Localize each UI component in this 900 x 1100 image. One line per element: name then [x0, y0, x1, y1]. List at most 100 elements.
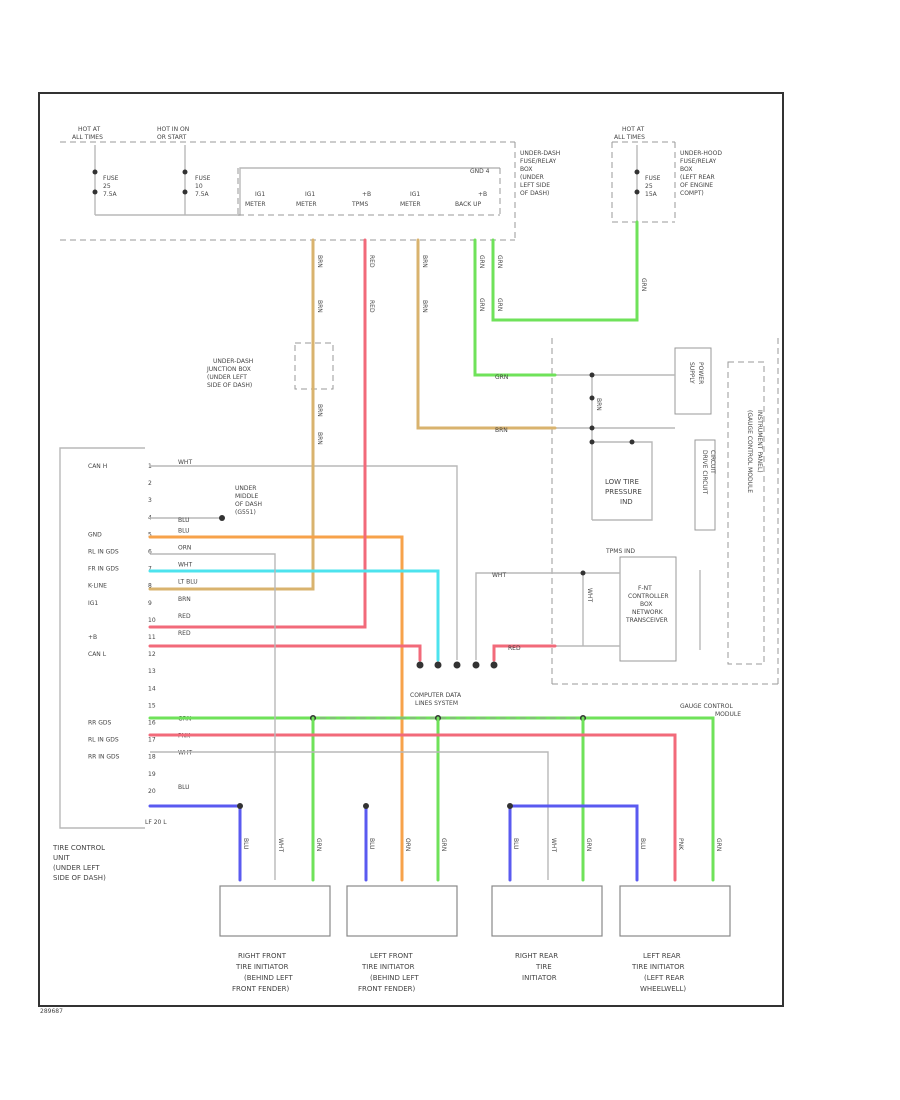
tcu-wire-color-label: BLU — [178, 527, 190, 534]
tcu-pin-number: 13 — [148, 668, 156, 675]
ground-label-1: UNDER — [235, 485, 256, 492]
hot-at-battery-label-1: HOT AT — [78, 126, 100, 133]
wire-layer: WHT RED BRN GRN COMPUTER DATA LINES SYST… — [148, 220, 715, 882]
hot-at-battery-right-label-2: ALL TIMES — [614, 134, 645, 141]
init4-wire-blu: BLU — [639, 838, 646, 850]
white-wire-2 — [150, 553, 276, 880]
hot-in-on-label-1: HOT IN ON — [157, 126, 189, 133]
fuse-b-label-2: 10 — [195, 183, 203, 190]
fuse-c-label-2: 25 — [645, 183, 653, 190]
junction-label-1: UNDER-DASH — [213, 358, 253, 365]
can-h-wire — [150, 465, 458, 660]
gauge-inner-panel — [727, 361, 765, 665]
init2-wire-blu: BLU — [368, 838, 375, 850]
tcu-pin-number: 12 — [148, 651, 156, 658]
fuse-bus-line — [95, 167, 500, 216]
tcu-pin-number: 10 — [148, 617, 156, 624]
wire-label-brn-low: BRN — [316, 404, 323, 417]
terminal-desc-3: TPMS — [351, 201, 368, 208]
tcu-pin-number: 6 — [148, 549, 152, 556]
terminal-2: IG1 — [305, 191, 315, 198]
relay-box-left-label-6: OF DASH) — [520, 190, 549, 197]
blue-wire-main — [148, 804, 242, 882]
init2-wire-orn: ORN — [404, 838, 411, 851]
tcu-pin-name: CAN H — [88, 463, 107, 470]
tcu-wire-color-label: BRN — [178, 596, 191, 603]
terminal-desc-5: BACK UP — [455, 201, 482, 208]
can-transceiver-box — [619, 556, 677, 662]
relay-box-right-label-2: FUSE/RELAY — [680, 158, 717, 165]
relay-box-right-label-6: COMPT) — [680, 190, 704, 197]
tcu-wire-color-label: ORN — [178, 545, 191, 552]
ground-label-2: MIDDLE — [235, 493, 259, 500]
gauge-low-tire-line — [592, 441, 653, 521]
initiator-box-left-rear — [619, 885, 731, 937]
diagram-frame — [38, 92, 784, 1007]
tcu-pin-name: +B — [88, 634, 97, 641]
tcu-pin-number: 14 — [148, 685, 156, 692]
tan-wire-ig1-orange — [148, 535, 404, 882]
relay-box-left-label-3: BOX — [520, 166, 532, 173]
fuse-a-node-2 — [92, 189, 98, 195]
can-trans-label-2: CONTROLLER — [628, 593, 669, 600]
tcu-pin-number: 20 — [148, 788, 156, 795]
tcu-label-3: (UNDER LEFT — [53, 864, 100, 872]
ground-node — [219, 515, 225, 521]
terminal-4: IG1 — [410, 191, 420, 198]
tcu-pin-number: 19 — [148, 771, 156, 778]
tcu-pin-name: GND — [88, 531, 102, 538]
init2-wire-grn: GRN — [440, 838, 447, 851]
relay-box-right-label-3: BOX — [680, 166, 692, 173]
footer-tag: 289687 — [40, 1008, 63, 1015]
can-trans-label-1: F-NT — [638, 585, 652, 592]
terminal-3: +B — [362, 191, 371, 198]
can-trans-label-5: TRANSCEIVER — [625, 617, 668, 624]
tcu-pin-name: K-LINE — [88, 583, 107, 590]
tan-wire-ig1 — [148, 238, 315, 591]
terminal-desc-1: METER — [245, 201, 266, 208]
tcu-label-1: TIRE CONTROL — [52, 844, 105, 852]
hot-at-battery-label-2: ALL TIMES — [72, 134, 103, 141]
initiator-2-label-1: LEFT FRONT — [370, 952, 413, 960]
green-backup-label: GRN — [495, 374, 508, 381]
red-wire-b — [148, 238, 367, 629]
hot-at-battery-right-label-1: HOT AT — [622, 126, 644, 133]
relay-box-left-tag: GND 4 — [470, 168, 490, 175]
fuse-b-label-1: FUSE — [195, 175, 211, 182]
blue-wire-rear — [508, 804, 639, 882]
tcu-wire-color-label: WHT — [178, 750, 192, 757]
junction-label-2: JUNCTION BOX — [206, 366, 251, 373]
gauge-node-6 — [580, 570, 586, 576]
data-node-1 — [416, 661, 424, 669]
initiator-box-right-front — [219, 885, 331, 937]
tcu-pin-name: RR IN GDS — [88, 754, 120, 761]
red-can-l-label: RED — [508, 645, 521, 652]
tcu-bottom-tag: LF 20 L — [145, 819, 167, 826]
can-h-wire-label: WHT — [492, 572, 506, 579]
junction-label-3: (UNDER LEFT — [207, 374, 247, 381]
wire-label-red-top: RED — [368, 255, 375, 268]
initiator-3-label-1: RIGHT REAR — [515, 952, 558, 960]
initiator-row: BLU WHT GRN BLU ORN GRN BLU WHT GRN BLU … — [219, 838, 731, 993]
gauge-control-module: (GAUGE CONTROL MODULE INSTRUMENT PANEL) … — [551, 338, 779, 718]
ground-g551: UNDER MIDDLE OF DASH (G551) BLU — [150, 485, 262, 524]
pink-wire — [148, 733, 677, 882]
initiator-4-label-2: TIRE INITIATOR — [631, 963, 685, 971]
blue-node-1 — [237, 803, 243, 809]
tcu-wire-color-label: WHT — [178, 562, 192, 569]
wire-label-brn-mid: BRN — [316, 300, 323, 313]
wire-label-brn-gauge: BRN — [595, 398, 602, 411]
tan-gauge-label: BRN — [495, 427, 508, 434]
ground-label-4: (G551) — [235, 509, 256, 516]
tcu-label-2: UNIT — [53, 854, 70, 862]
terminal-desc-4: METER — [400, 201, 421, 208]
wire-label-brn-low2: BRN — [316, 432, 323, 445]
wire-label-brn-mid2: BRN — [421, 300, 428, 313]
green-wire-hood — [491, 220, 639, 322]
terminal-5: +B — [478, 191, 487, 198]
wire-label-brn-top: BRN — [316, 255, 323, 268]
tcu-pin-number: 17 — [148, 737, 156, 744]
gauge-vert-text-2: INSTRUMENT PANEL) — [756, 410, 763, 473]
gauge-vert-text-1: (GAUGE CONTROL MODULE — [746, 410, 753, 493]
